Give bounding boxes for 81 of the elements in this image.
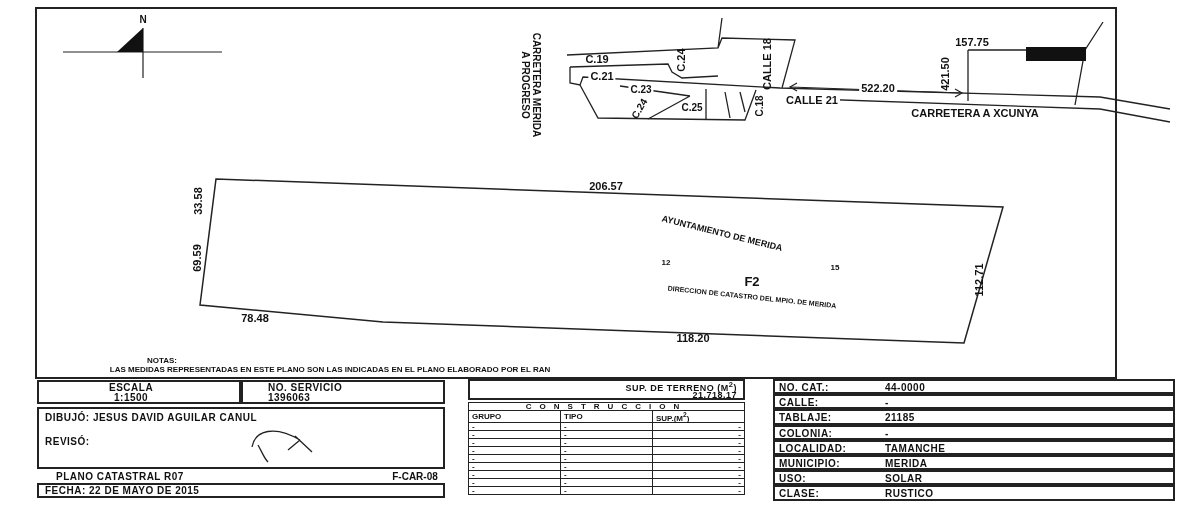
street-name: C.21 (588, 71, 616, 83)
seal-text: 15 (830, 263, 840, 273)
table-cell: - (468, 422, 561, 431)
table-cell: - (468, 430, 561, 439)
field-label: ESCALA (109, 382, 154, 393)
table-cell: - (652, 486, 745, 495)
field-label: USO: (779, 473, 806, 485)
street-name: C.24 (676, 48, 688, 72)
column-header: GRUPO (468, 410, 561, 423)
street-name: CALLE 21 (784, 95, 840, 107)
table-cell: - (560, 454, 653, 463)
street-name: C.23 (628, 84, 654, 96)
field-value: MERIDA (885, 458, 928, 469)
plan-code: PLANO CATASTRAL R07 (56, 471, 184, 483)
table-header: CONSTRUCCION (468, 402, 745, 411)
note-heading: NOTAS: (146, 356, 178, 366)
table-cell: - (560, 438, 653, 447)
table-cell: - (468, 486, 561, 495)
field-value: RUSTICO (885, 488, 934, 500)
field-value: SOLAR (885, 473, 923, 485)
table-cell: - (652, 422, 745, 431)
field-value: 1396063 (268, 392, 311, 403)
table-cell: - (468, 478, 561, 487)
table-cell: - (652, 446, 745, 455)
column-header: SUP.(M$^{2}$) (652, 410, 745, 423)
note-text: LAS MEDIDAS REPRESENTADAS EN ESTE PLANO SON LAS INDICADAS EN EL PLANO ELABORADO POR EL RAN (109, 365, 551, 375)
field-label: NO. SERVICIO (268, 382, 343, 393)
dimension-value: 522.20 (859, 83, 897, 95)
field-label: DIBUJÓ: JESUS DAVID AGUILAR CANUL (45, 412, 258, 423)
form-code: F-CAR-08 (392, 471, 438, 483)
dimension-value: 206.57 (589, 181, 623, 193)
street-name: CALLE 18 (762, 38, 774, 90)
field-value: 21185 (885, 412, 915, 424)
field-label: MUNICIPIO: (779, 458, 841, 469)
table-cell: - (652, 454, 745, 463)
field-label: COLONIA: (779, 427, 833, 439)
table-cell: - (560, 486, 653, 495)
dimension-value: 118.20 (676, 333, 710, 345)
field-value: 44-0000 (885, 382, 926, 393)
field-label: LOCALIDAD: (779, 442, 847, 454)
dimension-value: 78.48 (241, 313, 269, 325)
field-label: FECHA: 22 DE MAYO DE 2015 (45, 485, 200, 496)
table-cell: - (468, 438, 561, 447)
dimension-value: 112.71 (974, 263, 986, 297)
table-cell: - (468, 446, 561, 455)
dimension-value: 421.50 (940, 57, 952, 91)
field-value: 1:1500 (114, 392, 149, 403)
road-name: CARRETERA A XCUNYA (910, 108, 1040, 120)
field-label: TABLAJE: (779, 412, 832, 424)
field-label: CLASE: (779, 488, 820, 500)
table-cell: - (468, 462, 561, 471)
table-cell: - (560, 470, 653, 479)
dimension-value: 33.58 (193, 187, 205, 215)
field-label: REVISÓ: (45, 436, 90, 447)
north-label: N (139, 14, 147, 26)
table-cell: - (652, 478, 745, 487)
road-name: CARRETERA MERIDA A PROGRESO (519, 31, 541, 140)
table-cell: - (652, 462, 745, 471)
table-cell: - (560, 430, 653, 439)
table-cell: - (468, 454, 561, 463)
field-label: CALLE: (779, 397, 819, 409)
field-value: - (885, 427, 889, 439)
field-label: NO. CAT.: (779, 382, 829, 393)
field-value: - (885, 397, 889, 409)
seal-text: 12 (661, 258, 671, 268)
table-cell: - (652, 470, 745, 479)
table-cell: - (652, 430, 745, 439)
table-cell: - (652, 438, 745, 447)
street-name: C.25 (681, 102, 703, 114)
street-name: C.19 (585, 54, 609, 66)
table-cell: - (560, 446, 653, 455)
table-cell: - (560, 478, 653, 487)
dimension-value: 69.59 (192, 244, 204, 272)
street-name: C.18 (754, 95, 766, 117)
table-cell: - (560, 462, 653, 471)
table-cell: - (468, 470, 561, 479)
table-cell: - (560, 422, 653, 431)
column-header: TIPO (560, 410, 653, 423)
dimension-value: 157.75 (955, 37, 989, 49)
parcel-label: F2 (744, 275, 760, 289)
field-value: TAMANCHE (885, 442, 946, 454)
